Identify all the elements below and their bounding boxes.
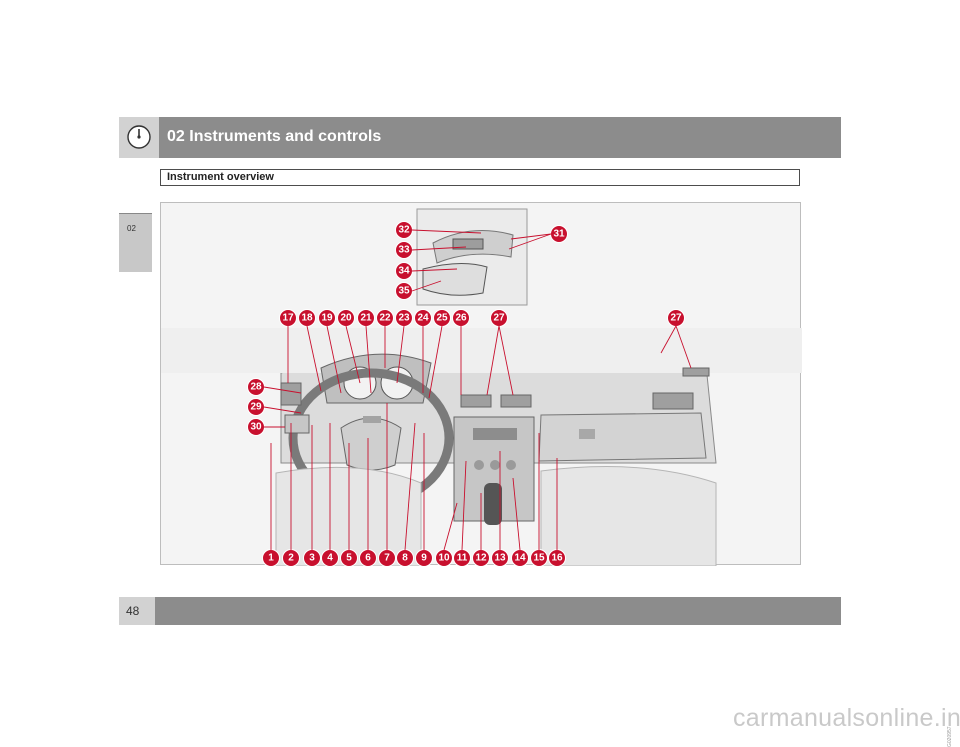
callout-number-34: 34 [398,266,410,277]
callout-number-5: 5 [346,553,352,564]
gear-selector [484,483,502,525]
section-title: Instrument overview [167,171,274,183]
callout-leader-lines [263,229,692,551]
climate-knob-center [490,460,500,470]
callout-number-21: 21 [360,313,372,324]
dashboard-drawing [161,208,802,567]
callout-number-28: 28 [250,382,262,393]
chapter-header-bar [119,117,841,158]
section-title-box: Instrument overview [160,169,800,186]
center-vent-right [500,394,532,408]
callout-number-27: 27 [493,313,505,324]
callout-number-24: 24 [417,313,429,324]
callout-number-22: 22 [379,313,391,324]
callout-number-13: 13 [494,553,506,564]
callout-number-1: 1 [268,553,274,564]
page-number: 48 [126,604,140,618]
callout-number-26: 26 [455,313,467,324]
callout-number-16: 16 [551,553,563,564]
passenger-seat [540,466,717,567]
chapter-side-tab: 02 [119,213,152,272]
callout-number-19: 19 [321,313,333,324]
callout-number-32: 32 [398,225,410,236]
callout-number-11: 11 [457,553,468,564]
windshield-area [161,328,802,373]
chapter-title: 02 Instruments and controls [167,128,382,145]
callout-number-6: 6 [365,553,371,564]
callout-number-7: 7 [384,553,390,564]
callout-number-25: 25 [436,313,448,324]
callout-number-31: 31 [553,229,565,240]
watermark: carmanualsonline.info [733,704,960,732]
callout-number-10: 10 [438,553,450,564]
glovebox [538,412,707,462]
callout-layer: 1234567891011121314151617181920212223242… [247,221,692,566]
callout-number-33: 33 [398,245,410,256]
audio-unit [473,428,517,440]
callout-number-2: 2 [288,553,294,564]
footer-bar [155,597,841,625]
callout-number-35: 35 [398,286,410,297]
steering-wheel-badge [363,416,381,423]
callout-number-30: 30 [250,422,262,433]
callout-number-14: 14 [514,553,526,564]
climate-knob-right [506,460,516,470]
gauge-icon [127,125,151,149]
callout-number-23: 23 [398,313,410,324]
callout-number-3: 3 [309,553,315,564]
climate-knob-left [474,460,484,470]
overhead-console-lights [452,238,484,250]
callout-number-8: 8 [402,553,408,564]
callout-number-27-right: 27 [670,313,682,324]
side-tab-label: 02 [127,224,136,233]
defroster-vent-right [682,367,710,377]
left-air-vent [280,382,302,406]
callout-number-29: 29 [250,402,262,413]
callout-number-12: 12 [475,553,487,564]
callout-number-9: 9 [421,553,427,564]
callout-number-4: 4 [327,553,333,564]
right-air-vent [652,392,694,410]
callout-number-15: 15 [533,553,545,564]
center-vent-left [460,394,492,408]
callout-number-20: 20 [340,313,352,324]
glovebox-handle [579,429,595,439]
callout-number-18: 18 [301,313,313,324]
rear-view-mirror [422,262,488,296]
callout-number-17: 17 [282,313,294,324]
page-number-box [119,597,155,625]
